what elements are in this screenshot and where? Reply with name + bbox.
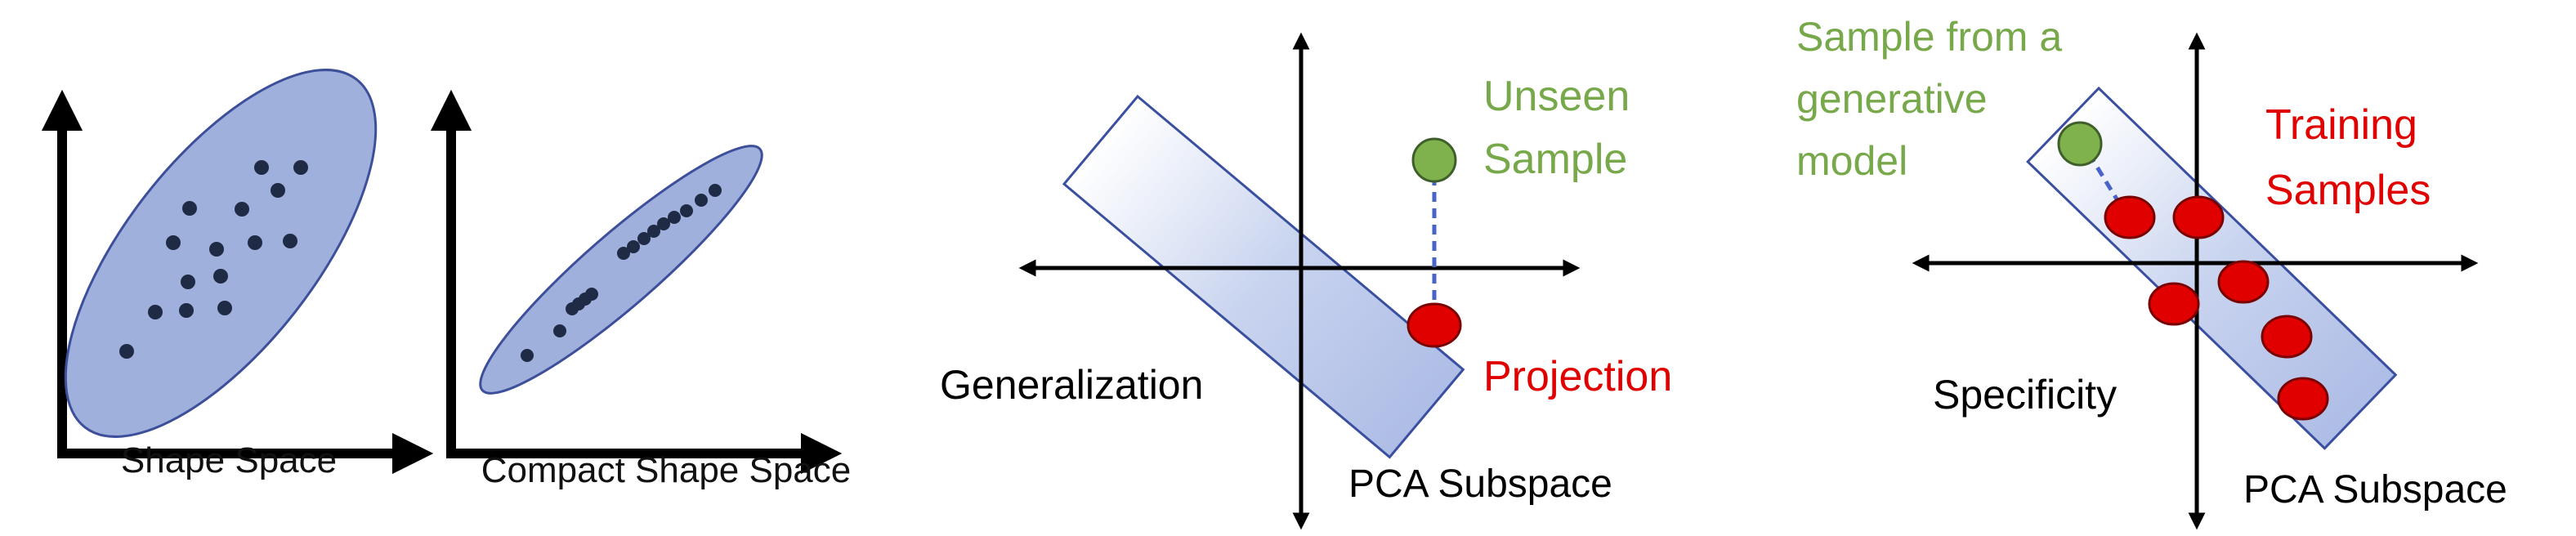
compact-dot (585, 288, 598, 301)
generalization-title: Generalization (940, 362, 1203, 408)
shape-dot (213, 269, 228, 284)
generated-sample-point (2057, 121, 2103, 167)
compact-dot (709, 184, 722, 197)
projection-point (1407, 302, 1462, 348)
training-sample-points (2104, 195, 2329, 421)
compact-dot (647, 225, 660, 238)
training-sample-point (2277, 377, 2329, 421)
shape-dot (181, 275, 195, 289)
shape-dot (271, 183, 285, 198)
panel-compact-shape-space: Compact Shape Space (430, 89, 852, 490)
compact-dot (637, 232, 651, 245)
specificity-title: Specificity (1933, 372, 2117, 418)
compact-dot (680, 204, 693, 217)
compact-dots (521, 184, 722, 362)
unseen-label-line2: Sample (1483, 136, 1627, 183)
shape-dot (148, 305, 163, 319)
compact-ellipse (479, 145, 763, 395)
compact-dot (553, 324, 566, 337)
generative-label-line3: model (1796, 138, 1907, 184)
shape-dot (283, 234, 297, 248)
training-label-line2: Samples (2265, 167, 2431, 214)
shape-dot (119, 344, 134, 359)
compact-dot (695, 194, 708, 207)
compact-dot (617, 247, 630, 260)
shape-dot (182, 201, 197, 216)
shape-dot (293, 160, 308, 175)
training-sample-point (2172, 195, 2225, 239)
panel-shape-space: Shape Space (41, 69, 434, 480)
shape-space-label: Shape Space (121, 440, 337, 480)
training-sample-point (2104, 195, 2156, 239)
training-sample-point (2261, 315, 2313, 359)
generative-label-line1: Sample from a (1796, 14, 2062, 60)
shape-dot (209, 242, 224, 257)
training-label-line1: Training (2265, 101, 2417, 149)
unseen-label-line1: Unseen (1483, 73, 1630, 120)
shape-dot (166, 235, 181, 250)
compact-dot (657, 217, 670, 230)
shape-space-dots (119, 160, 308, 359)
generalization-pca-subspace-label: PCA Subspace (1348, 462, 1612, 506)
shape-dot (179, 303, 194, 318)
shape-dot (217, 301, 232, 315)
shape-dot (235, 202, 249, 217)
compact-shape-space-label: Compact Shape Space (481, 450, 852, 490)
training-sample-point (2148, 282, 2200, 326)
shape-dot (254, 160, 269, 175)
specificity-pca-subspace-label: PCA Subspace (2243, 468, 2507, 511)
projection-label: Projection (1483, 353, 1672, 400)
unseen-sample-point (1411, 137, 1457, 183)
compact-dot (668, 211, 681, 224)
training-sample-point (2217, 260, 2270, 304)
panel-specificity: Sample from a generative model Training … (1796, 14, 2507, 530)
generative-label-line2: generative (1796, 76, 1988, 122)
compact-dot (627, 240, 640, 253)
shape-dot (248, 235, 262, 250)
compact-dot (521, 349, 534, 362)
panel-generalization: Unseen Sample Projection Generalization … (940, 32, 1672, 530)
